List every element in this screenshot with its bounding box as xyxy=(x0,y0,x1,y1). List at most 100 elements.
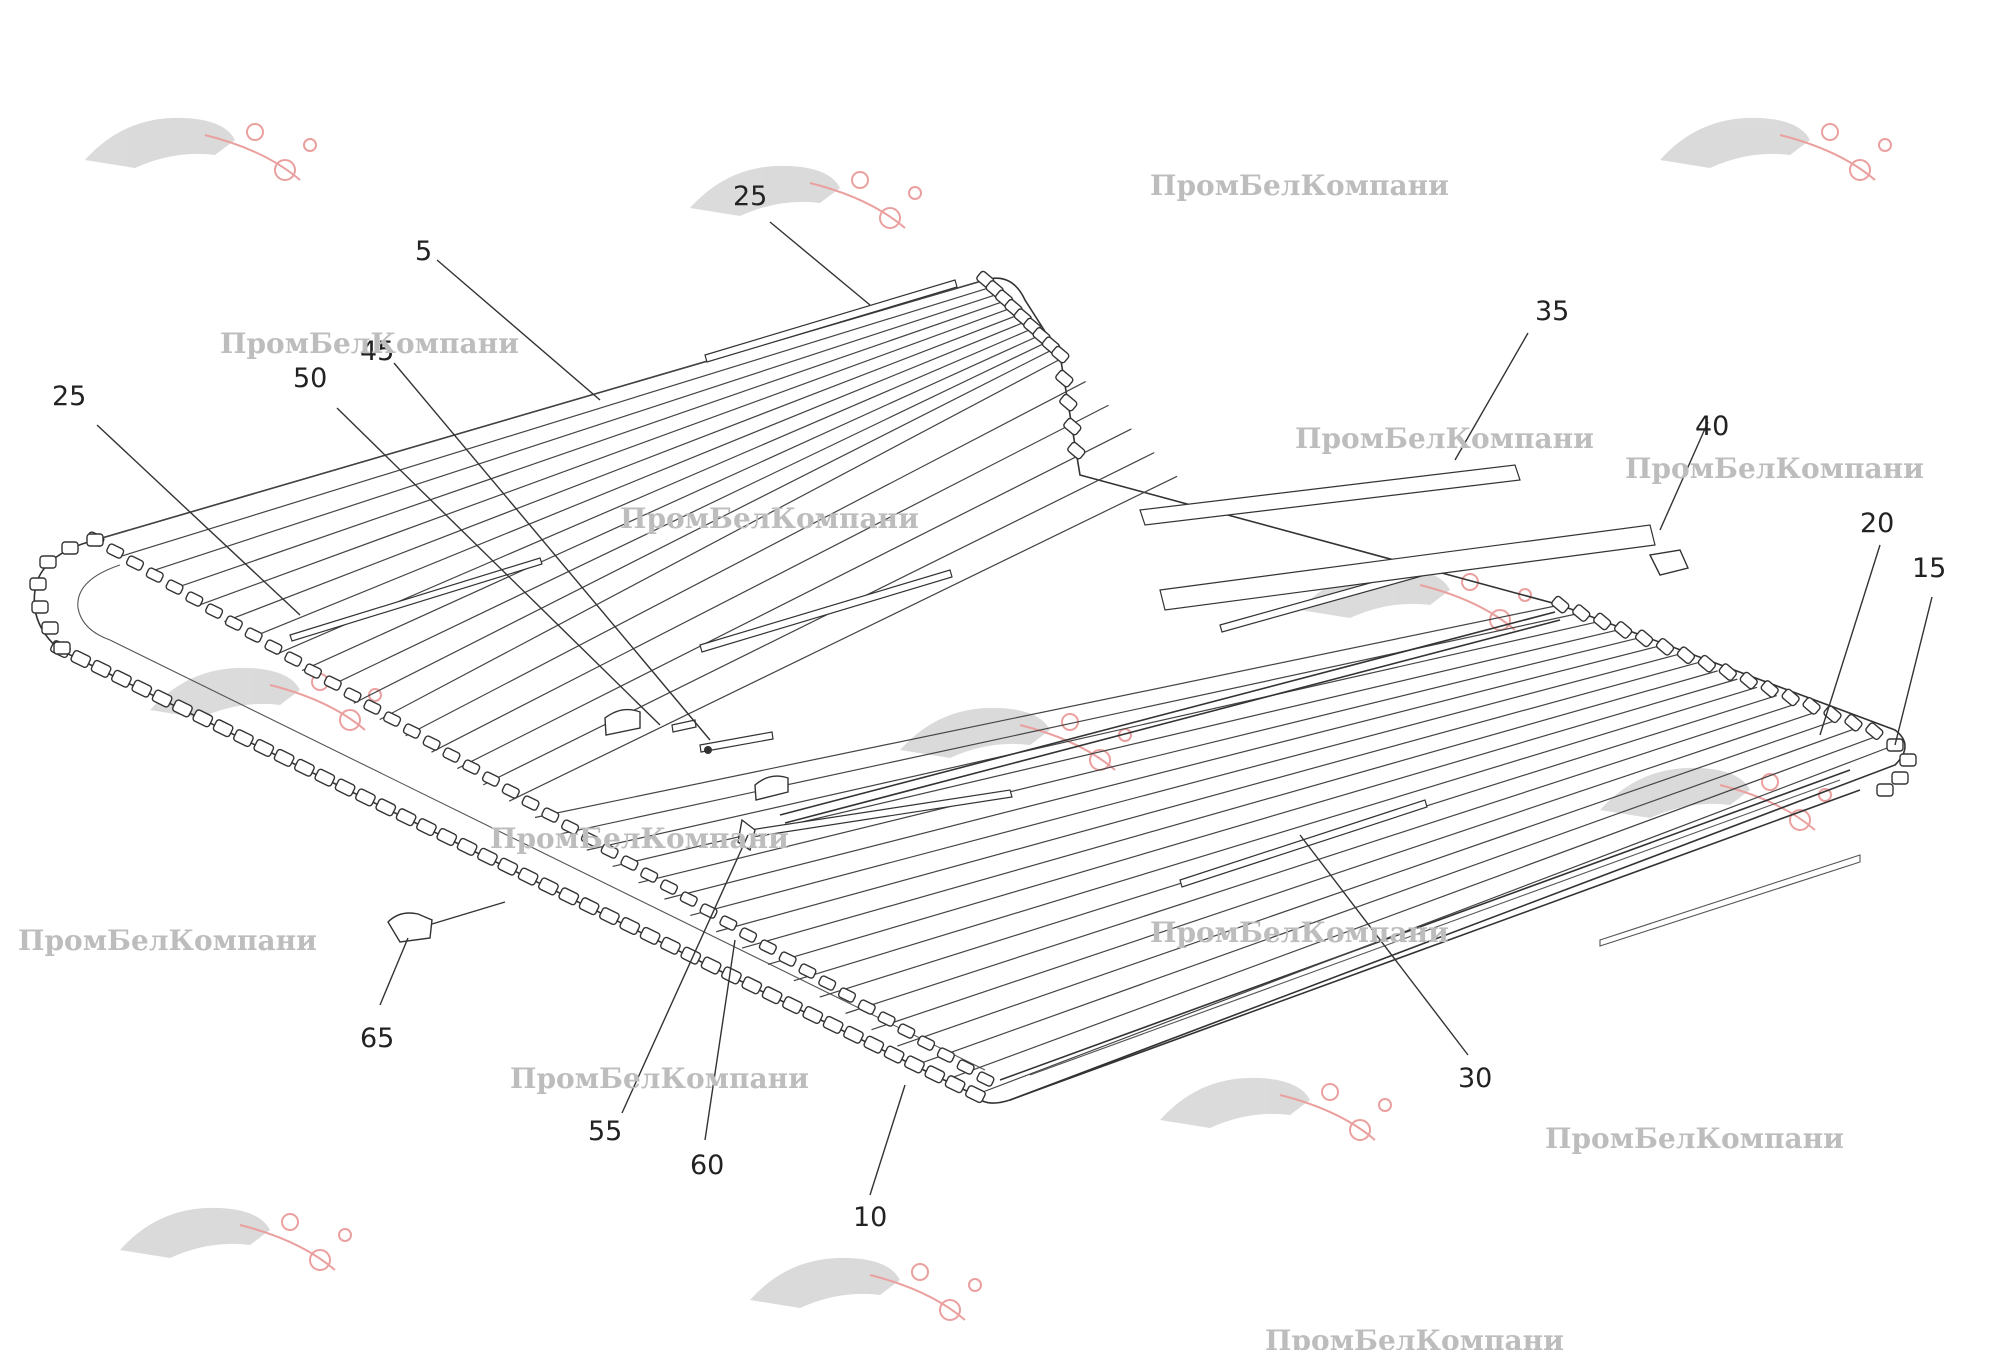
watermark-text: ПромБелКомпани xyxy=(1545,1122,1844,1155)
belt-slat xyxy=(353,348,1055,704)
chain-link xyxy=(782,996,803,1015)
leader-50 xyxy=(336,407,661,726)
watermark-text: ПромБелКомпани xyxy=(620,502,919,535)
watermark-text: ПромБелКомпани xyxy=(510,1062,809,1095)
chain-link xyxy=(375,798,397,817)
chain-link xyxy=(1739,671,1758,690)
guide-bar-right xyxy=(1179,799,1428,888)
belt-slat xyxy=(793,686,1758,982)
guide-bar-left xyxy=(289,557,543,642)
chain-link xyxy=(1634,629,1654,648)
watermark-text: ПромБелКомпани xyxy=(1150,916,1449,949)
return-belt xyxy=(77,564,986,1071)
watermark-text: ПромБелКомпани xyxy=(490,822,789,855)
pin-45-head xyxy=(704,746,712,754)
belt-slat xyxy=(897,719,1837,1047)
chain-link xyxy=(1760,680,1779,698)
belt-slat xyxy=(482,452,1155,786)
chain-link xyxy=(294,758,315,777)
swoosh-icon xyxy=(809,182,906,229)
leader-15 xyxy=(1894,596,1933,746)
panther-silhouette-icon xyxy=(1160,1077,1310,1128)
belt-slat xyxy=(379,357,1064,721)
lower-channel xyxy=(1599,854,1861,947)
chain-link xyxy=(944,1075,966,1094)
belt-slat xyxy=(405,381,1086,737)
swoosh-icon xyxy=(1019,724,1116,771)
chain-link xyxy=(843,1025,864,1044)
chain-link xyxy=(721,966,742,985)
chain-link xyxy=(151,689,173,708)
chain-link xyxy=(719,915,738,931)
leader-35 xyxy=(1454,332,1529,461)
chain-link xyxy=(284,651,303,667)
chain-link xyxy=(660,936,681,955)
chain-link xyxy=(1059,393,1078,412)
chain-link xyxy=(70,649,92,669)
chain-link xyxy=(334,778,356,797)
chain-link xyxy=(264,639,283,655)
chain-link xyxy=(639,926,661,945)
lower-frame-inner xyxy=(1029,779,1841,1076)
panther-logo-icon xyxy=(1600,767,1832,831)
chain-link xyxy=(976,1071,995,1087)
chain-link xyxy=(1613,621,1633,639)
gear-icon xyxy=(939,1299,961,1321)
chain-link xyxy=(924,1065,946,1084)
chain-link xyxy=(541,807,560,823)
pin-rod-50 xyxy=(671,719,697,733)
chain-link xyxy=(517,867,539,886)
swoosh-icon xyxy=(269,684,366,731)
chain-link xyxy=(679,891,698,907)
chain-link xyxy=(131,679,153,698)
chain-link xyxy=(818,975,837,991)
chain-link xyxy=(758,939,777,955)
callout-5: 5 xyxy=(415,236,432,267)
chain-link xyxy=(125,555,145,571)
chain-link xyxy=(41,621,59,635)
leader-65 xyxy=(379,937,409,1006)
panther-silhouette-icon xyxy=(1660,117,1810,168)
gear-icon xyxy=(309,1249,331,1271)
panther-silhouette-icon xyxy=(120,1207,270,1258)
chain-link xyxy=(739,927,758,943)
leader-25-top xyxy=(769,221,871,306)
callout-25-left: 25 xyxy=(52,381,86,412)
belt-slat xyxy=(948,736,1876,1080)
chain-link xyxy=(497,857,519,876)
gear-icon xyxy=(339,709,361,731)
leader-25-left xyxy=(96,424,301,616)
chain-link xyxy=(620,855,639,871)
shaft-40-end-clip xyxy=(1648,549,1689,576)
chain-link xyxy=(883,1045,905,1064)
chain-link xyxy=(538,877,559,896)
chain-link xyxy=(273,748,295,767)
gear-icon xyxy=(911,1263,929,1281)
belt-slat xyxy=(638,637,1639,884)
chain-link xyxy=(1697,654,1717,673)
chain-link xyxy=(619,916,641,936)
watermark-text: ПромБелКомпани xyxy=(1265,1324,1564,1350)
chain-link xyxy=(90,659,112,678)
panther-logo-icon xyxy=(750,1257,982,1321)
panther-logo-icon xyxy=(85,117,317,181)
chain-link xyxy=(172,699,193,718)
gear-icon xyxy=(1878,138,1892,152)
belt-slat xyxy=(301,334,1041,672)
gear-icon xyxy=(851,171,869,189)
chain-link xyxy=(323,675,342,691)
swoosh-icon xyxy=(869,1274,966,1321)
chain-link xyxy=(936,1047,955,1063)
chain-link xyxy=(31,600,49,614)
watermark-text: ПромБелКомпани xyxy=(18,924,317,957)
chain-link xyxy=(395,808,417,827)
chain-link xyxy=(402,723,421,739)
chain-link xyxy=(1551,595,1570,614)
swoosh-icon xyxy=(1779,134,1876,181)
chain-link xyxy=(192,709,214,728)
callout-15: 15 xyxy=(1912,553,1946,584)
callout-25-top: 25 xyxy=(733,181,767,212)
belt-slat xyxy=(327,341,1048,688)
panther-logo-icon xyxy=(1660,117,1892,181)
